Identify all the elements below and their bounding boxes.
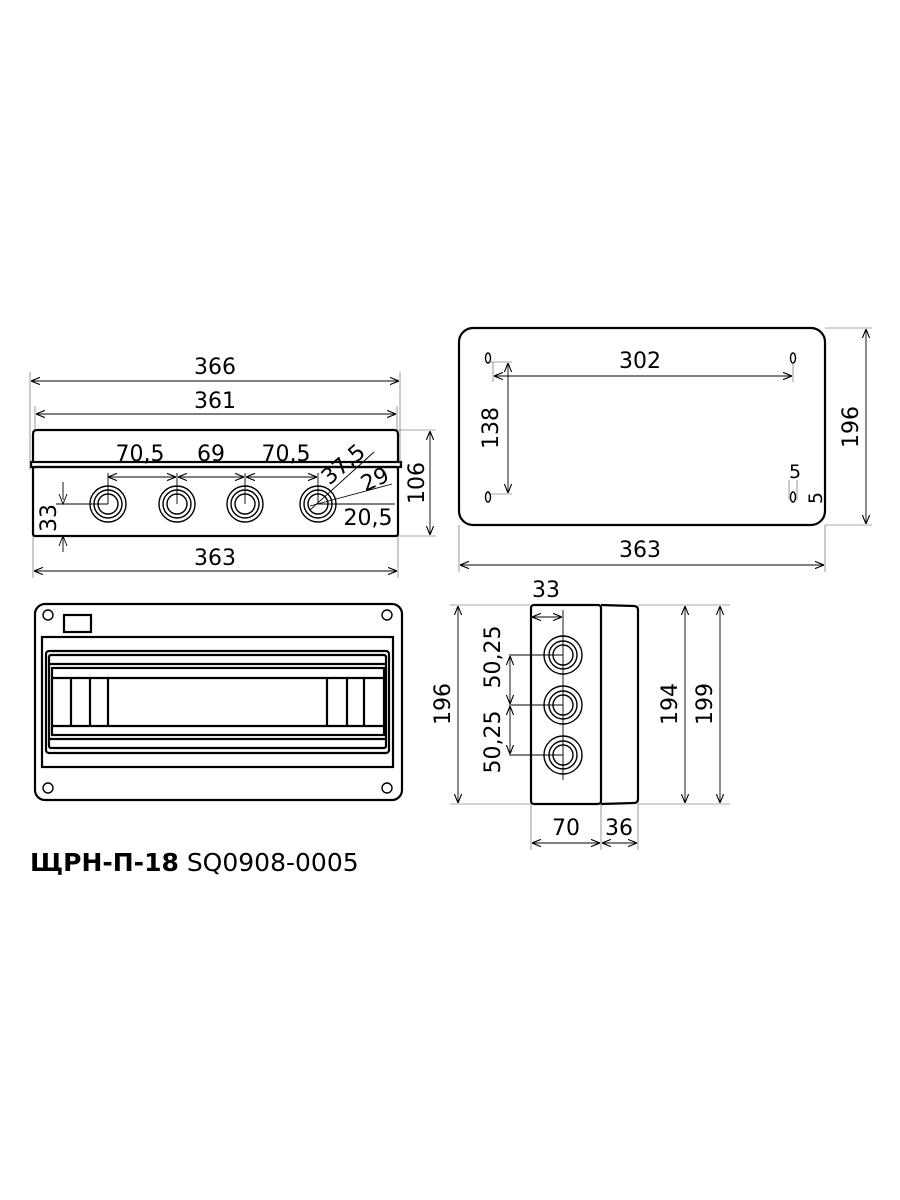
dim-side-spacing-2: 50,25 (481, 711, 506, 774)
side-view: 33 196 50,25 50,25 194 199 70 36 (431, 578, 730, 850)
side-lid (600, 603, 640, 806)
mounting-hole (484, 352, 492, 364)
dim-height: 106 (405, 462, 430, 504)
panel-outline (33, 602, 404, 802)
screw-icon (42, 609, 54, 621)
dim-overall-width: 366 (194, 355, 236, 380)
back-outline (457, 326, 827, 527)
dim-hole-spacing-y: 138 (479, 407, 504, 449)
dim-body-depth: 70 (552, 816, 580, 841)
dim-diameter-inner: 20,5 (344, 506, 393, 531)
dim-hole-height: 5 (805, 492, 827, 504)
dim-hole-offset: 33 (532, 578, 560, 603)
dim-lid-width: 361 (194, 389, 236, 414)
front-view: 366 361 363 106 33 70,5 69 70,5 37,5 29 … (29, 355, 436, 578)
breaker-window (50, 666, 386, 737)
dim-lid-inner-height: 194 (658, 683, 683, 725)
mounting-hole (789, 491, 797, 503)
product-title: ЩРН-П-18 SQ0908-0005 (30, 848, 359, 877)
screw-icon (381, 609, 393, 621)
body-outline (31, 465, 400, 538)
mounting-hole (484, 491, 492, 503)
dim-spacing-1: 70,5 (116, 442, 165, 467)
lid-outline (31, 428, 400, 462)
side-body (529, 603, 603, 806)
mounting-hole (789, 352, 797, 364)
dim-spacing-3: 70,5 (262, 442, 311, 467)
dim-spacing-2: 69 (197, 442, 225, 467)
cable-glands (89, 485, 337, 523)
dim-hole-height: 33 (37, 504, 62, 532)
dim-hole-spacing-x: 302 (619, 349, 661, 374)
screw-icon (42, 782, 54, 794)
dim-side-body-height: 196 (431, 683, 456, 725)
dim-lid-depth: 36 (605, 816, 633, 841)
door-outer (44, 649, 391, 755)
back-view: 302 138 196 363 5 5 (457, 326, 872, 572)
door (47, 653, 388, 750)
front-panel-view (33, 602, 404, 802)
dim-body-width: 363 (194, 546, 236, 571)
dim-side-spacing-1: 50,25 (481, 626, 506, 689)
product-code: SQ0908-0005 (186, 848, 359, 877)
product-model: ЩРН-П-18 (30, 848, 179, 877)
dim-hole-width: 5 (789, 461, 801, 483)
screw-icon (381, 782, 393, 794)
door-frame (40, 635, 395, 769)
label-window (62, 613, 93, 634)
dim-lid-outer-height: 199 (693, 683, 718, 725)
dim-back-width: 363 (619, 538, 661, 563)
dim-back-height: 196 (839, 406, 864, 448)
